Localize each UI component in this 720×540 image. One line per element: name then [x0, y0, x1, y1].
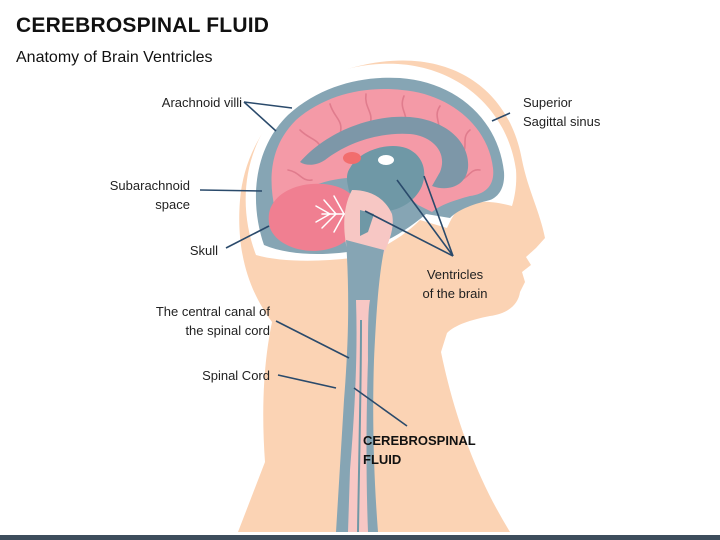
footer-bar	[0, 535, 720, 540]
pineal-region	[343, 152, 361, 164]
interthalamic-adhesion	[378, 155, 394, 165]
label-subarachnoid-line-1: Subarachnoid	[109, 178, 190, 193]
label-central-canal: The central canal of the spinal cord	[100, 302, 270, 340]
label-ventricles-line-2: of the brain	[422, 286, 488, 301]
label-central-canal-line-1: The central canal of	[155, 304, 270, 319]
central-canal	[357, 319, 362, 533]
label-cerebrospinal-fluid: CEREBROSPINAL FLUID	[363, 431, 513, 469]
label-central-canal-line-2: the spinal cord	[185, 323, 270, 338]
page-subtitle: Anatomy of Brain Ventricles	[16, 49, 213, 66]
label-superior-line-1: Superior	[523, 95, 573, 110]
lateral-ventricle	[300, 116, 469, 189]
label-arachnoid-villi: Arachnoid villi	[161, 95, 242, 110]
label-spinal-cord: Spinal Cord	[202, 368, 270, 383]
spinal-cord	[348, 300, 370, 532]
label-ventricles: Ventricles of the brain	[405, 265, 505, 303]
label-subarachnoid-line-2: space	[155, 197, 190, 212]
label-ventricles-line-1: Ventricles	[426, 267, 484, 282]
label-subarachnoid-space: Subarachnoid space	[70, 176, 190, 214]
fourth-ventricle	[360, 210, 374, 236]
label-csf-line-2: FLUID	[363, 452, 402, 467]
label-superior-sagittal-sinus: Superior Sagittal sinus	[523, 93, 673, 131]
page-title: CEREBROSPINAL FLUID	[16, 14, 270, 37]
label-csf-line-1: CEREBROSPINAL	[363, 433, 476, 448]
label-superior-line-2: Sagittal sinus	[523, 114, 601, 129]
label-skull: Skull	[189, 243, 218, 258]
leader-lines	[199, 101, 511, 427]
